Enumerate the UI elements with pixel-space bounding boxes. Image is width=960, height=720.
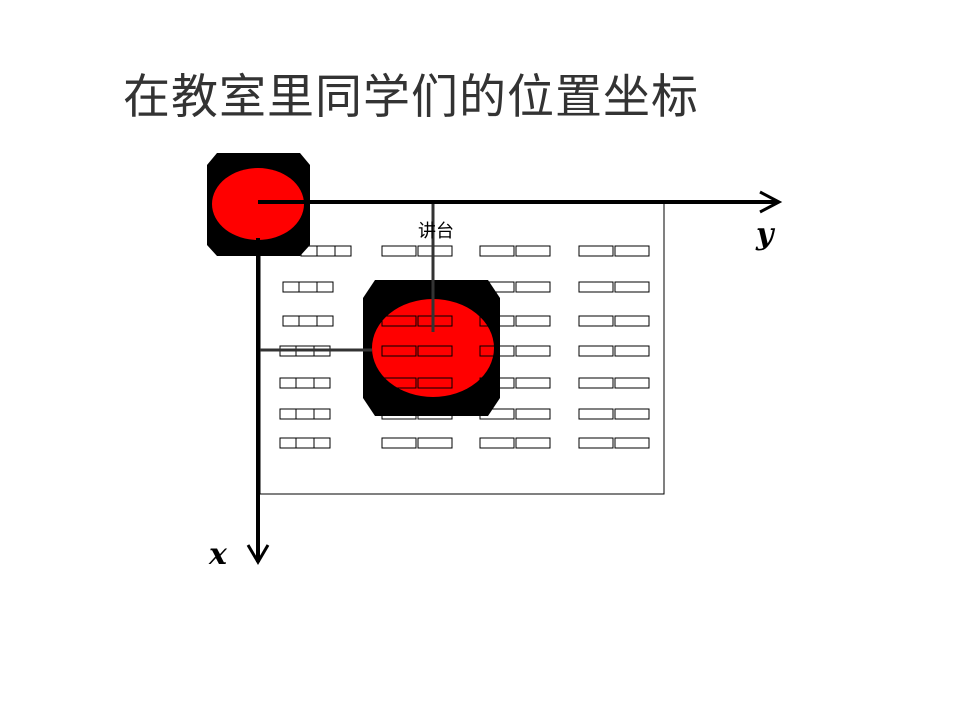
y-axis [258,190,783,214]
desk [578,245,614,257]
desk [614,408,650,420]
desk [417,245,453,257]
desk [279,437,315,449]
desk [381,345,417,357]
student-marker-dot [372,299,494,397]
desk [479,245,515,257]
desk [295,377,331,389]
desk [578,437,614,449]
desk [417,437,453,449]
desk [417,315,453,327]
desk [381,281,417,293]
desk [578,408,614,420]
desk [479,377,515,389]
desk [479,281,515,293]
desk [614,315,650,327]
desk [515,281,551,293]
student-position-marker [363,280,500,416]
desk [614,245,650,257]
desk [614,437,650,449]
desk [417,345,453,357]
desk [614,345,650,357]
desk [381,315,417,327]
desk [479,345,515,357]
desk-grid [279,245,650,449]
desk [282,281,318,293]
desk [417,408,453,420]
desk [295,437,331,449]
slide-title: 在教室里同学们的位置坐标 [123,70,699,125]
desk [515,377,551,389]
x-axis-arrow [246,544,270,565]
desk [417,377,453,389]
desk [578,281,614,293]
desk [381,245,417,257]
desk [316,245,352,257]
podium-label: 讲台 [418,221,454,242]
desk [515,408,551,420]
y-axis-arrow [759,190,783,214]
x-axis [246,238,270,565]
x-axis-label: x [208,537,228,572]
desk [279,377,315,389]
desk [298,281,334,293]
desk [417,281,453,293]
desk [578,315,614,327]
desk [381,437,417,449]
desk [279,408,315,420]
desk [381,408,417,420]
desk [282,315,318,327]
desk [515,245,551,257]
desk [614,281,650,293]
desk [515,437,551,449]
desk [479,408,515,420]
desk [381,377,417,389]
desk [479,315,515,327]
desk [515,345,551,357]
desk [295,408,331,420]
desk [614,377,650,389]
desk-grid-overlay [381,281,515,420]
desk [578,345,614,357]
desk [578,377,614,389]
y-axis-label: y [755,217,776,252]
desk [515,315,551,327]
desk [479,437,515,449]
desk [298,315,334,327]
